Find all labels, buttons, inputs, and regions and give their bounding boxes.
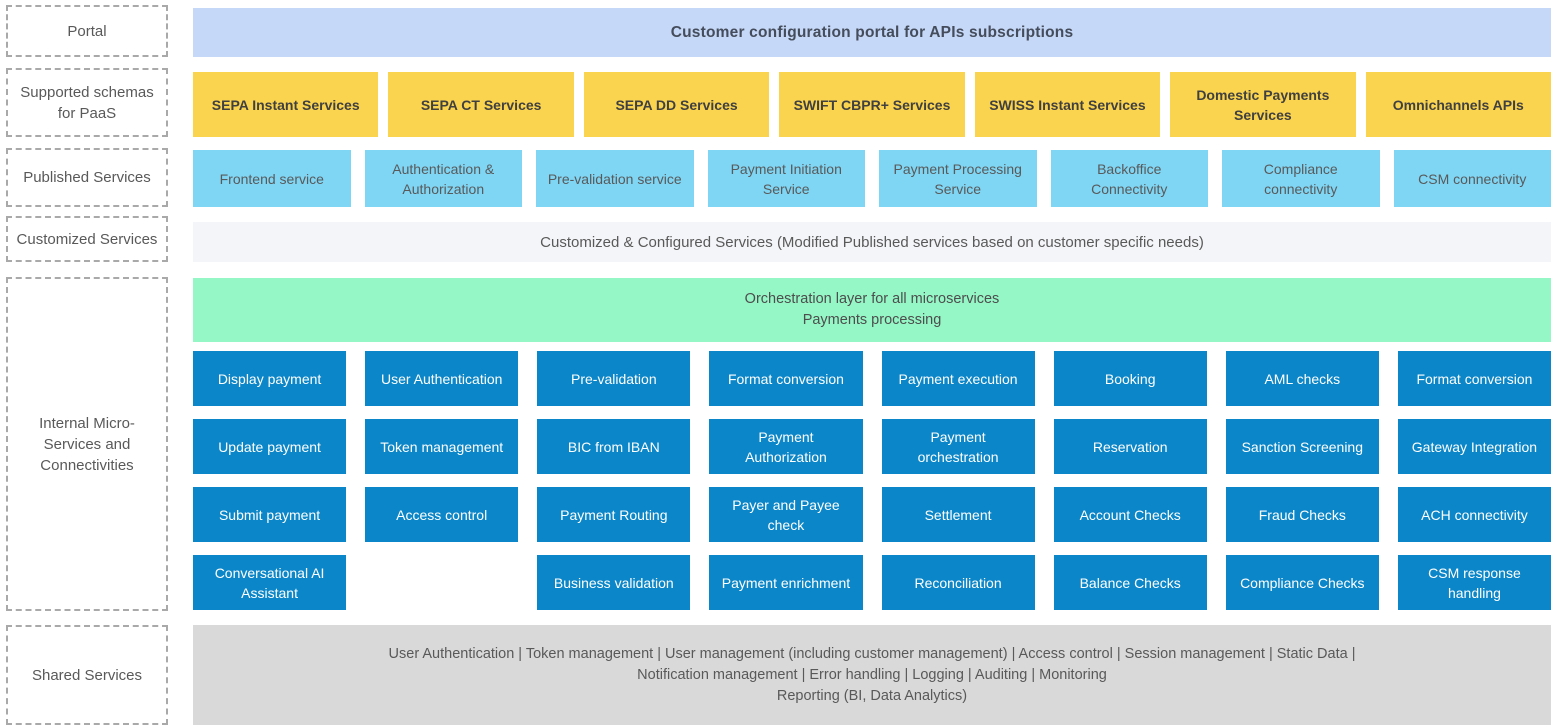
microservice-box-gateway-integration: Gateway Integration — [1397, 419, 1551, 474]
published-box-backoffice-connectivity: Backoffice Connectivity — [1050, 150, 1208, 207]
microservice-box-update-payment: Update payment — [193, 419, 347, 474]
microservice-box-business-validation: Business validation — [537, 555, 691, 610]
microservice-box-ach-connectivity: ACH connectivity — [1397, 487, 1551, 542]
microservice-box-bic-from-iban: BIC from IBAN — [537, 419, 691, 474]
orchestration-line1: Orchestration layer for all microservice… — [744, 291, 1000, 307]
microservice-box-reconciliation: Reconciliation — [881, 555, 1035, 610]
schemas-row: SEPA Instant Services SEPA CT Services S… — [193, 72, 1551, 137]
published-services-row: Frontend service Authentication & Author… — [193, 150, 1551, 207]
schema-box-omnichannels-apis: Omnichannels APIs — [1365, 72, 1551, 137]
customer-portal-banner: Customer configuration portal for APIs s… — [193, 8, 1551, 57]
shared-services-line2: Notification management | Error handling… — [637, 666, 1107, 683]
shared-services-line3: Reporting (BI, Data Analytics) — [776, 687, 968, 704]
sidebar-label-schemas: Supported schemas for PaaS — [6, 68, 168, 137]
microservice-box-payment-routing: Payment Routing — [537, 487, 691, 542]
orchestration-layer-bar: Orchestration layer for all microservice… — [193, 278, 1551, 342]
sidebar-label-portal: Portal — [6, 5, 168, 57]
microservice-box-conversational-ai: Conversational AI Assistant — [193, 555, 347, 610]
published-box-payment-initiation: Payment Initiation Service — [707, 150, 865, 207]
orchestration-line2: Payments processing — [802, 312, 942, 328]
microservices-grid: Display payment User Authentication Pre-… — [193, 351, 1551, 610]
microservice-box-booking: Booking — [1053, 351, 1207, 406]
microservice-box-payment-authorization: Payment Authorization — [709, 419, 863, 474]
microservice-box-reservation: Reservation — [1053, 419, 1207, 474]
microservice-box-payment-enrichment: Payment enrichment — [709, 555, 863, 610]
published-box-compliance-connectivity: Compliance connectivity — [1222, 150, 1380, 207]
microservice-box-payment-orchestration: Payment orchestration — [881, 419, 1035, 474]
microservice-box-fraud-checks: Fraud Checks — [1225, 487, 1379, 542]
schema-box-sepa-instant: SEPA Instant Services — [193, 72, 379, 137]
microservice-box-account-checks: Account Checks — [1053, 487, 1207, 542]
microservice-box-format-conversion-2: Format conversion — [1397, 351, 1551, 406]
sidebar-label-published: Published Services — [6, 148, 168, 207]
microservice-box-display-payment: Display payment — [193, 351, 347, 406]
microservice-box-format-conversion-1: Format conversion — [709, 351, 863, 406]
microservice-box-csm-response-handling: CSM response handling — [1397, 555, 1551, 610]
microservice-grid-empty-slot — [365, 555, 518, 610]
microservice-box-settlement: Settlement — [881, 487, 1035, 542]
microservice-box-access-control: Access control — [365, 487, 519, 542]
microservice-box-payment-execution: Payment execution — [881, 351, 1035, 406]
shared-services-bar: User Authentication | Token management |… — [193, 625, 1551, 725]
microservice-box-token-management: Token management — [365, 419, 519, 474]
microservice-box-payer-payee-check: Payer and Payee check — [709, 487, 863, 542]
published-box-payment-processing: Payment Processing Service — [879, 150, 1037, 207]
schema-box-sepa-dd: SEPA DD Services — [583, 72, 770, 137]
published-box-frontend-service: Frontend service — [193, 150, 351, 207]
schema-box-sepa-ct: SEPA CT Services — [388, 72, 574, 137]
microservice-box-compliance-checks: Compliance Checks — [1225, 555, 1379, 610]
sidebar-label-internal-microservices: Internal Micro-Services and Connectiviti… — [6, 277, 168, 611]
customized-services-text: Customized & Configured Services (Modifi… — [540, 233, 1204, 251]
published-box-pre-validation: Pre-validation service — [536, 150, 694, 207]
schema-box-domestic-payments: Domestic Payments Services — [1170, 72, 1356, 137]
microservice-box-aml-checks: AML checks — [1225, 351, 1379, 406]
published-box-authentication: Authentication & Authorization — [364, 150, 522, 207]
microservice-box-balance-checks: Balance Checks — [1053, 555, 1207, 610]
customer-portal-banner-title: Customer configuration portal for APIs s… — [670, 23, 1074, 41]
microservice-box-pre-validation: Pre-validation — [537, 351, 691, 406]
sidebar-label-shared-services: Shared Services — [6, 625, 168, 725]
schema-box-swiss-instant: SWISS Instant Services — [974, 72, 1161, 137]
shared-services-line1: User Authentication | Token management |… — [388, 645, 1356, 662]
microservice-box-sanction-screening: Sanction Screening — [1225, 419, 1379, 474]
customized-services-bar: Customized & Configured Services (Modifi… — [193, 222, 1551, 262]
published-box-csm-connectivity: CSM connectivity — [1393, 150, 1551, 207]
schema-box-swift-cbpr: SWIFT CBPR+ Services — [779, 72, 965, 137]
microservice-box-user-authentication: User Authentication — [365, 351, 519, 406]
microservice-box-submit-payment: Submit payment — [193, 487, 347, 542]
sidebar-label-customized: Customized Services — [6, 216, 168, 262]
